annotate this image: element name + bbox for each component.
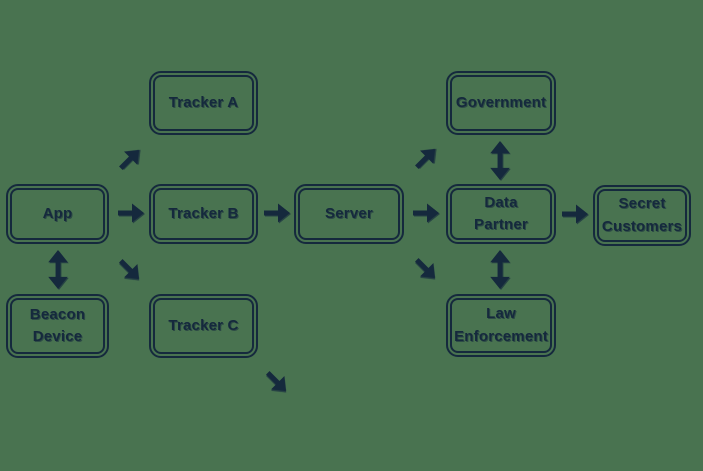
arrow-down-right-icon-app-to-tracker-c — [112, 252, 149, 289]
node-tracker-c: Tracker C — [149, 294, 258, 358]
arrow-right-icon-app-to-tracker-b — [117, 201, 145, 225]
node-law-enforcement: Law Enforcement — [446, 294, 556, 357]
arrow-down-right-icon-tracker-c-continuation — [259, 364, 296, 401]
arrow-up-right-icon-server-to-government — [408, 140, 445, 177]
arrow-right-icon-tracker-b-to-server — [263, 201, 291, 225]
node-law-enforcement-label: Law Enforcement — [454, 305, 548, 345]
node-server: Server — [294, 184, 404, 244]
node-data-partner-label: Data Partner — [474, 193, 528, 234]
node-app-label: App — [42, 204, 73, 222]
arrow-right-icon-data-partner-to-secret-customers — [561, 202, 589, 226]
arrow-right-icon-server-to-data-partner — [412, 201, 440, 225]
node-beacon-device: Beacon Device — [6, 294, 109, 358]
node-tracker-b: Tracker B — [149, 184, 258, 244]
node-data-partner: Data Partner — [446, 184, 556, 244]
node-beacon-device-label: Beacon Device — [29, 305, 86, 346]
arrow-up-down-icon-data-partner-law-enforcement — [489, 250, 511, 289]
node-government: Government — [446, 71, 556, 135]
node-app: App — [6, 184, 109, 244]
arrow-down-right-icon-server-to-law-enforcement — [408, 251, 445, 288]
node-government-label: Government — [455, 93, 547, 111]
arrow-up-down-icon-government-data-partner — [489, 141, 511, 180]
node-tracker-a-label: Tracker A — [168, 93, 239, 111]
node-tracker-c-label: Tracker C — [168, 316, 239, 334]
node-tracker-a: Tracker A — [149, 71, 258, 135]
arrow-up-right-icon-app-to-tracker-a — [112, 141, 149, 178]
node-secret-customers: Secret Customers — [593, 185, 691, 246]
node-secret-customers-label: Secret Customers — [601, 195, 683, 235]
arrow-up-down-icon-app-beacon-device — [47, 250, 69, 289]
node-tracker-b-label: Tracker B — [168, 204, 239, 222]
node-server-label: Server — [325, 204, 373, 222]
